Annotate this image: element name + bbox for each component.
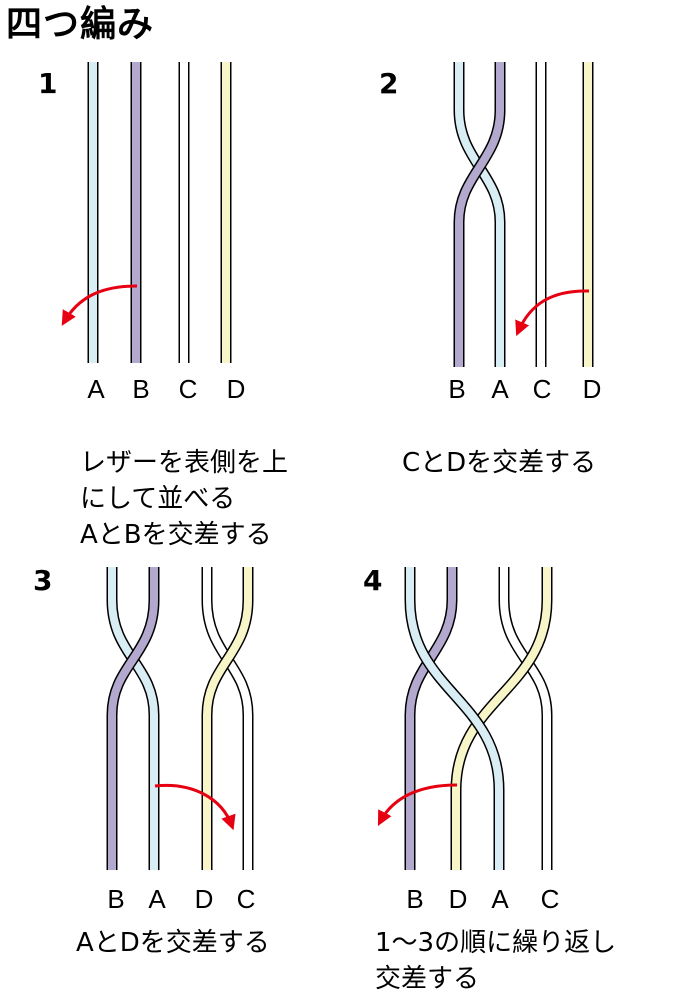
step-1-label: D <box>227 374 246 404</box>
step-2-strand-a <box>453 62 506 367</box>
step-1-label: A <box>87 374 105 404</box>
step-4-number: 4 <box>363 564 383 597</box>
step-4-label: A <box>491 884 509 914</box>
step-3-arrow <box>154 783 236 831</box>
step-2-label: B <box>448 374 465 404</box>
step-3-label: C <box>237 884 256 914</box>
step-2-arrow <box>515 289 590 337</box>
step-4-strand-b <box>404 567 458 870</box>
step-3-label: D <box>195 884 214 914</box>
step-1-description-line: AとBを交差する <box>80 520 272 550</box>
step-4-label: D <box>449 884 468 914</box>
step-2-label: A <box>491 374 509 404</box>
step-2-label: C <box>533 374 552 404</box>
step-2-strand-b <box>453 62 506 367</box>
step-2-description-line: CとDを交差する <box>402 448 597 478</box>
step-1-arrow <box>61 284 138 326</box>
step-3-strands <box>106 567 254 870</box>
step-4-label: B <box>406 884 423 914</box>
step-1-label: C <box>179 374 198 404</box>
step-2-description: CとDを交差する <box>402 445 596 481</box>
step-3-labels: B A D C <box>107 884 255 914</box>
step-3-number: 3 <box>33 564 53 597</box>
step-3-description: AとDを交差する <box>76 925 270 961</box>
step-4-label: C <box>541 884 560 914</box>
step-1-number: 1 <box>38 67 58 100</box>
step-4-description-line: 交差する <box>375 964 480 994</box>
step-4-description: 1〜3の順に繰り返し 交差する <box>375 925 616 997</box>
step-3-description-line: AとDを交差する <box>76 928 270 958</box>
step-2-labels: B A C D <box>448 374 601 404</box>
step-4-strands <box>404 567 553 870</box>
step-2-label: D <box>583 374 602 404</box>
step-1-label: B <box>132 374 149 404</box>
step-4-labels: B D A C <box>406 884 559 914</box>
step-2-number: 2 <box>379 67 399 100</box>
step-2-strands <box>453 62 594 367</box>
step-1-description: レザーを表側を上 にして並べる AとBを交差する <box>80 445 288 553</box>
step-3-label: B <box>107 884 124 914</box>
step-4-strand-c <box>498 567 553 870</box>
step-4-arrow <box>377 783 458 826</box>
step-1-description-line: レザーを表側を上 <box>80 448 289 478</box>
step-3-label: A <box>148 884 166 914</box>
page-title: 四つ編み <box>6 4 155 45</box>
step-1-labels: A B C D <box>87 374 245 404</box>
step-1-strands <box>87 62 232 363</box>
step-4-description-line: 1〜3の順に繰り返し <box>375 928 617 958</box>
step-1-description-line: にして並べる <box>80 484 236 514</box>
